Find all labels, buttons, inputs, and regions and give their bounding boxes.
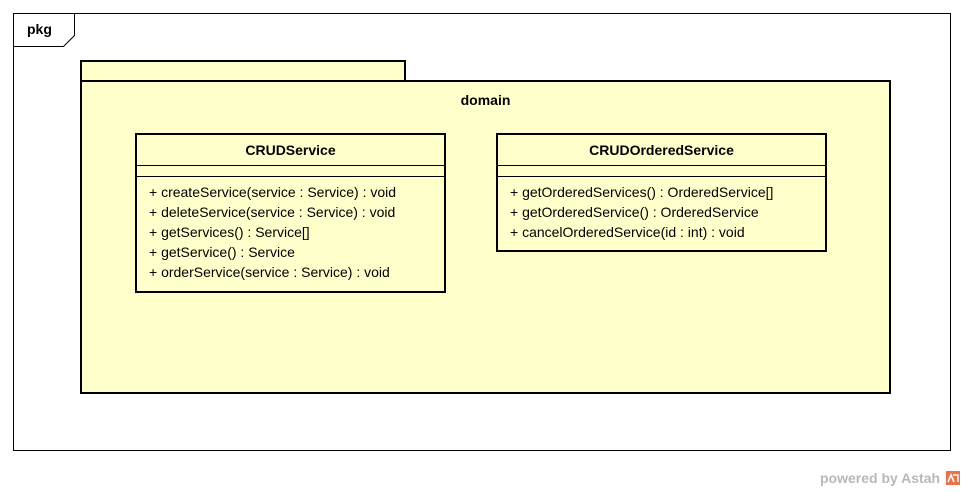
class-name: CRUDService — [137, 135, 444, 166]
attributes-compartment — [498, 166, 825, 177]
operation: + getOrderedService() : OrderedService — [510, 204, 759, 220]
diagram-frame — [13, 13, 951, 451]
operation: + orderService(service : Service) : void — [149, 264, 390, 280]
operation: + cancelOrderedService(id : int) : void — [510, 224, 745, 240]
powered-by-watermark: powered by Astah — [820, 470, 941, 486]
class-name: CRUDOrderedService — [498, 135, 825, 166]
operation: + createService(service : Service) : voi… — [149, 184, 397, 200]
class-crudorderedservice[interactable]: CRUDOrderedService + getOrderedServices(… — [496, 133, 827, 252]
operation: + getServices() : Service[] — [149, 224, 310, 240]
frame-label-tab: pkg — [13, 13, 77, 47]
operation: + getOrderedServices() : OrderedService[… — [510, 184, 774, 200]
attributes-compartment — [137, 166, 444, 177]
operations-compartment: + getOrderedServices() : OrderedService[… — [498, 177, 825, 242]
operation: + deleteService(service : Service) : voi… — [149, 204, 396, 220]
operation: + getService() : Service — [149, 244, 295, 260]
class-crudservice[interactable]: CRUDService + createService(service : Se… — [135, 133, 446, 293]
astah-logo-icon — [946, 471, 960, 485]
package-name: domain — [460, 92, 511, 108]
operations-compartment: + createService(service : Service) : voi… — [137, 177, 444, 282]
frame-label: pkg — [27, 21, 52, 37]
package-tab[interactable] — [80, 60, 406, 82]
